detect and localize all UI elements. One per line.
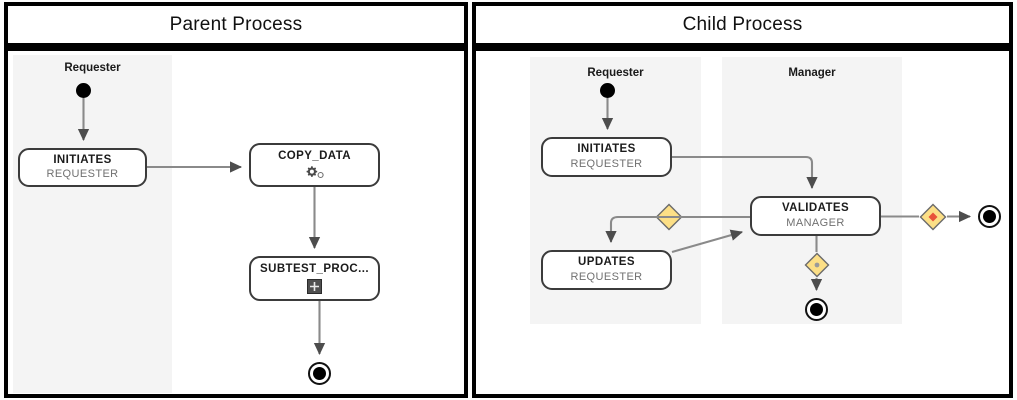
lane-parent-requester (13, 55, 172, 393)
end-event-core (313, 367, 326, 380)
panel-title-child: Child Process (682, 13, 803, 35)
task-title: INITIATES (577, 143, 636, 156)
panel-header-child: Child Process (472, 2, 1013, 47)
lane-label-child-manager: Manager (788, 67, 836, 79)
task-subtitle: REQUESTER (570, 270, 643, 283)
task-copy-data[interactable]: COPY_DATA (249, 143, 380, 187)
task-subtitle: REQUESTER (570, 157, 643, 170)
task-title: SUBTEST_PROC... (260, 263, 369, 276)
task-subtest-proc[interactable]: SUBTEST_PROC... (249, 256, 380, 301)
gateway-loop[interactable] (655, 203, 683, 231)
end-event-core (983, 210, 996, 223)
subprocess-plus-icon (307, 278, 322, 294)
start-event-parent[interactable] (76, 83, 91, 98)
task-title: INITIATES (53, 153, 112, 166)
lane-label-parent-requester: Requester (64, 62, 121, 74)
task-subtitle: REQUESTER (46, 168, 119, 181)
task-initiates-child[interactable]: INITIATES REQUESTER (541, 137, 672, 177)
lane-label-child-requester: Requester (587, 67, 644, 79)
end-event-child-bottom[interactable] (805, 298, 828, 321)
end-event-core (810, 303, 823, 316)
end-event-child-right[interactable] (978, 205, 1001, 228)
service-gear-icon (304, 165, 326, 180)
task-subtitle: MANAGER (786, 216, 845, 229)
panel-title-parent: Parent Process (169, 13, 303, 35)
task-initiates-parent[interactable]: INITIATES REQUESTER (18, 148, 147, 187)
start-event-child[interactable] (600, 83, 615, 98)
task-updates[interactable]: UPDATES REQUESTER (541, 250, 672, 290)
lane-child-manager (722, 57, 902, 324)
end-event-parent[interactable] (308, 362, 331, 385)
gateway-error-end[interactable] (919, 203, 947, 231)
task-title: COPY_DATA (278, 149, 351, 162)
task-validates[interactable]: VALIDATES MANAGER (750, 196, 881, 236)
task-title: VALIDATES (781, 202, 850, 215)
panel-header-parent: Parent Process (4, 2, 468, 47)
task-title: UPDATES (578, 256, 635, 269)
gateway-down[interactable] (804, 252, 830, 278)
